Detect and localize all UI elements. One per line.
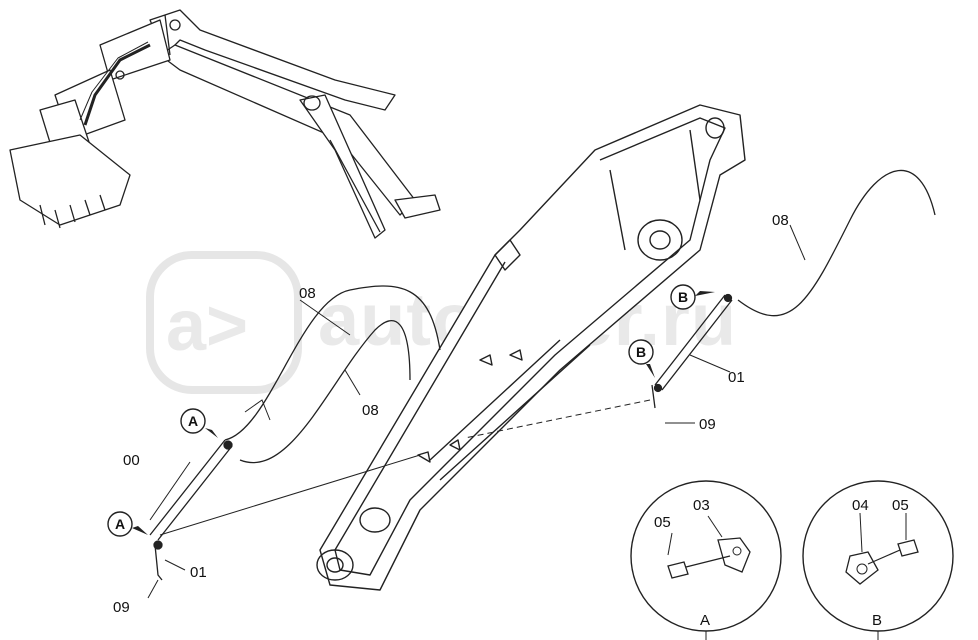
detail-a-caption: A (700, 612, 710, 629)
part-number-labels: 00 01 01 08 08 08 09 09 (113, 212, 789, 616)
hose-08-right (737, 169, 936, 317)
leader-lines (147, 224, 806, 599)
pipe-00 (149, 439, 233, 541)
clamp-03-drawing (717, 537, 751, 573)
label-00: 00 (123, 452, 140, 469)
hose-assemblies (224, 169, 936, 464)
callout-b-upper-letter: B (678, 289, 688, 305)
label-01-left: 01 (190, 564, 207, 581)
label-03: 03 (693, 497, 710, 514)
label-08-mid: 08 (362, 402, 379, 419)
watermark-logo-frame (146, 251, 302, 394)
clamp-04-drawing (845, 551, 879, 585)
callout-a-upper-letter: A (188, 413, 198, 429)
callout-b-lower-letter: B (636, 344, 646, 360)
detail-b-caption: B (872, 612, 882, 629)
hose-08-upper (224, 285, 441, 441)
label-09-left: 09 (113, 599, 130, 616)
detail-view-b: 04 05 B (802, 480, 954, 640)
label-09-right: 09 (699, 416, 716, 433)
label-05-a: 05 (654, 514, 671, 531)
label-01-right: 01 (728, 369, 745, 386)
callout-a-upper: A (180, 408, 218, 438)
callout-b-lower: B (628, 339, 655, 378)
label-08-right: 08 (772, 212, 789, 229)
callout-b-upper: B (670, 284, 715, 310)
pipe-01-right (654, 294, 733, 391)
label-05-b: 05 (892, 497, 909, 514)
steel-pipes (149, 293, 733, 581)
label-08-top: 08 (299, 285, 316, 302)
excavator-overview-drawing (9, 9, 441, 239)
watermark-logo: a> (166, 286, 248, 366)
callout-a-lower-letter: A (115, 516, 125, 532)
bolt-05-a-drawing (667, 561, 689, 579)
boom-drawing (316, 104, 746, 591)
detail-view-a: 05 03 A (630, 480, 782, 640)
bolt-05-b-drawing (897, 539, 919, 557)
callout-a-lower: A (107, 511, 148, 537)
label-04: 04 (852, 497, 869, 514)
hose-08-lower (239, 320, 411, 464)
